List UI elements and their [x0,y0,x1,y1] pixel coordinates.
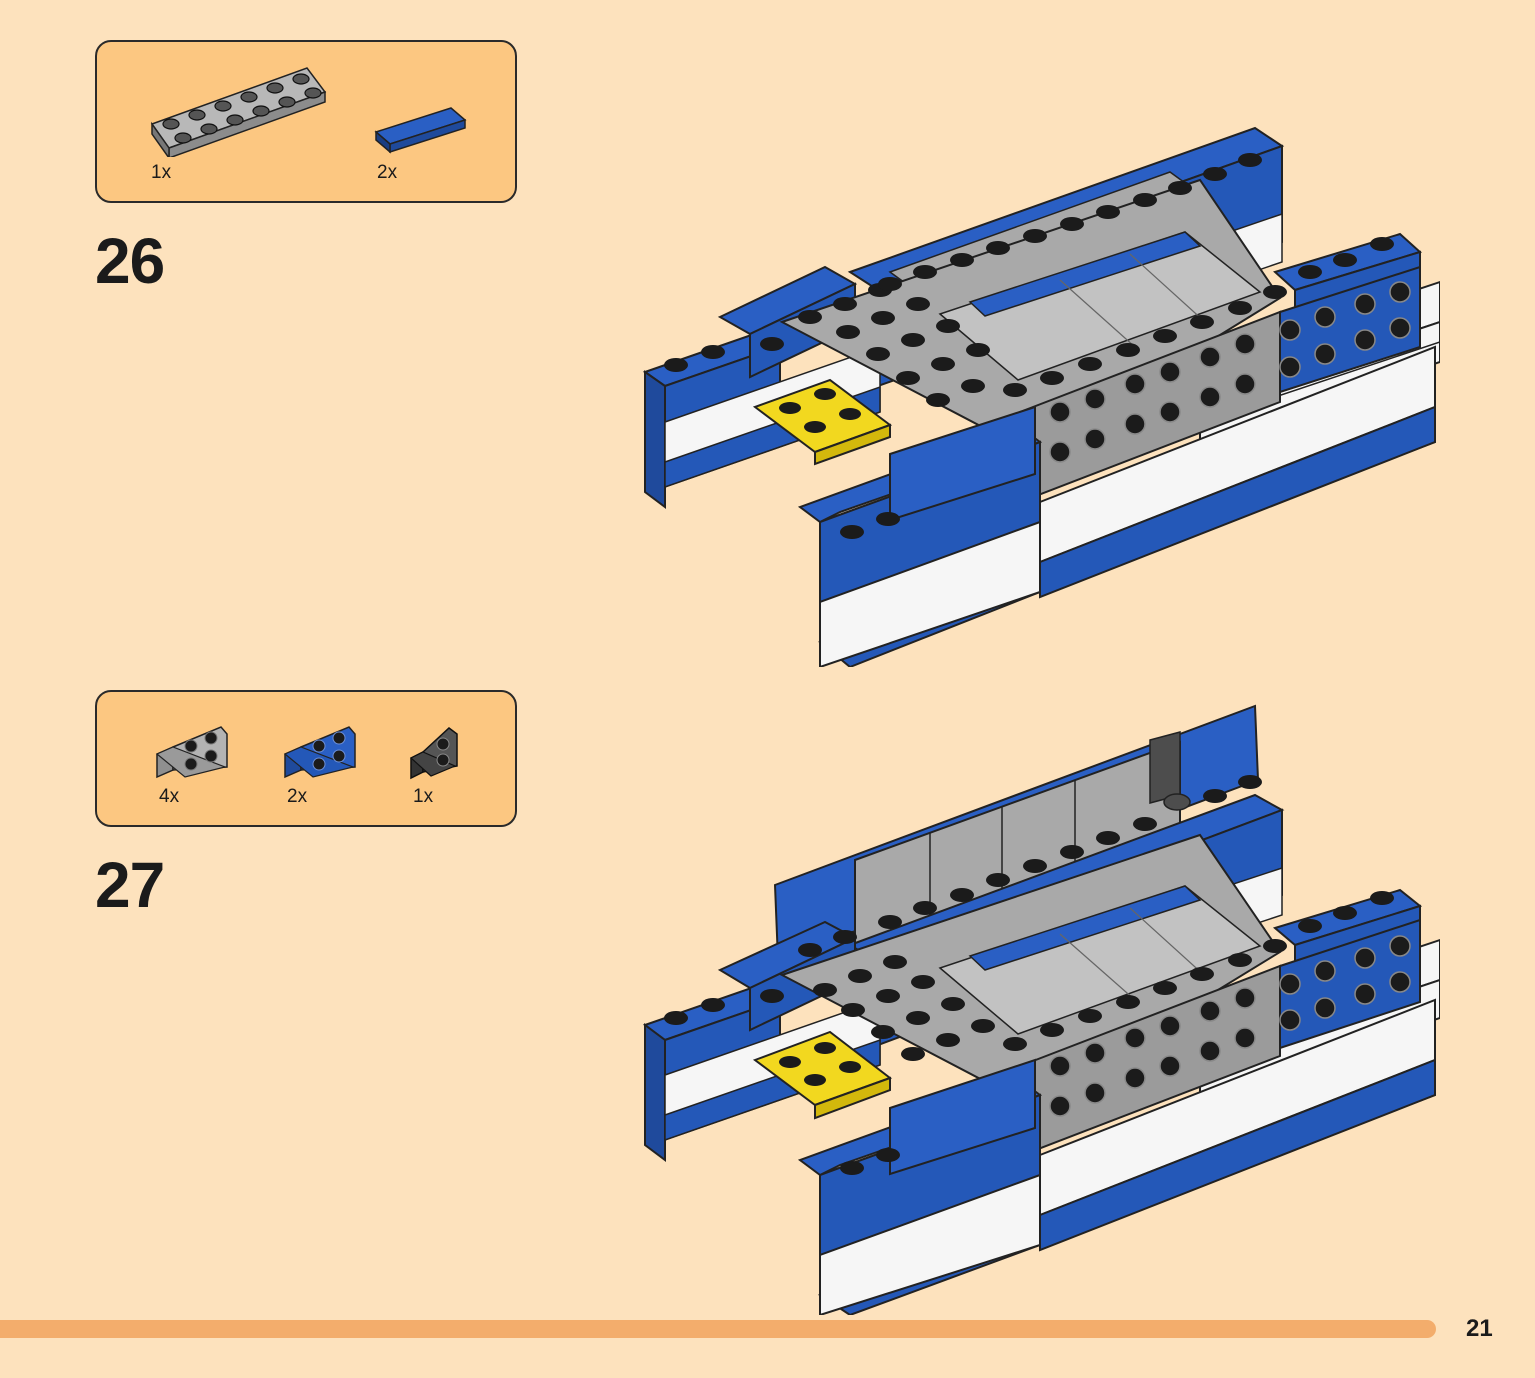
blue-bracket-2x2-icon [283,726,356,779]
parts-list-step-26: 1x 2x [95,40,517,203]
parts-list-step-27: 4x 2x 1x [95,690,517,827]
part-qty: 2x [377,162,398,183]
step-number: 26 [95,225,165,297]
footer-progress-bar [0,1320,1436,1338]
part-qty: 1x [413,786,434,807]
gray-2x6-plate-icon [150,67,327,157]
part-qty: 2x [287,786,308,807]
step-27-model-illustration [642,704,1440,1315]
gray-bracket-2x2-icon [155,726,228,779]
step-number: 27 [95,849,165,921]
part-qty: 1x [151,162,172,183]
blue-1x4-tile-icon [374,107,467,154]
part-qty: 4x [159,786,180,807]
step-26-model-illustration [642,126,1440,667]
dark-gray-bracket-1x2-icon [409,727,458,780]
page-number: 21 [1466,1315,1493,1342]
